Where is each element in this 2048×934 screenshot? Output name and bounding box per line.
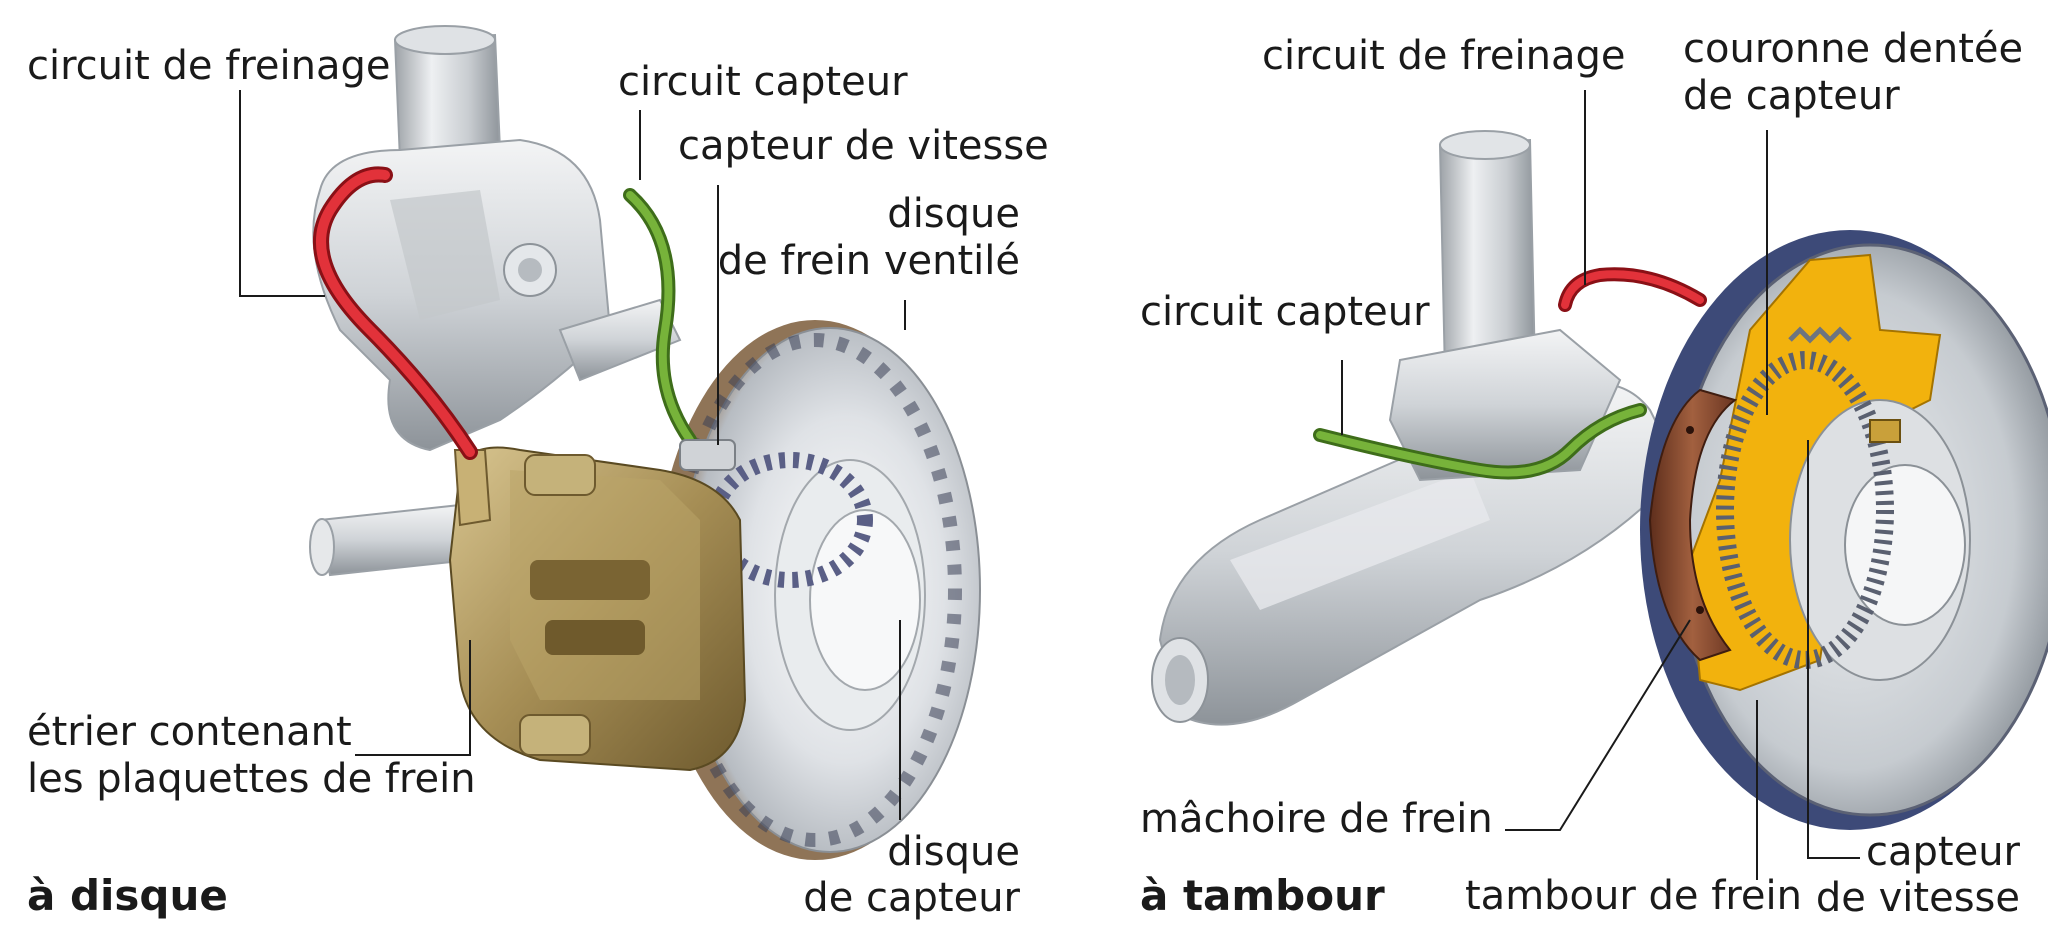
label-capteur-vitesse-right-line2: de vitesse xyxy=(1815,875,2020,921)
label-capteur-vitesse-left: capteur de vitesse xyxy=(678,123,1049,169)
label-tambour: tambour de frein xyxy=(1465,873,1802,919)
label-circuit-freinage-right: circuit de freinage xyxy=(1262,33,1626,79)
label-couronne-line2: de capteur xyxy=(1683,73,1900,119)
label-circuit-freinage-left: circuit de freinage xyxy=(27,43,391,89)
label-etrier-line1: étrier contenant xyxy=(27,709,352,755)
label-couronne-line1: couronne dentée xyxy=(1683,26,2024,72)
leader-lines-left xyxy=(239,90,906,820)
label-disque-ventile-line2: de frein ventilé xyxy=(717,238,1020,284)
title-a-tambour: à tambour xyxy=(1140,871,1385,920)
disc-brake-illustration xyxy=(309,25,981,860)
label-circuit-capteur-right: circuit capteur xyxy=(1140,289,1430,335)
drum-brake-illustration xyxy=(1151,130,2048,830)
leader-lines-right xyxy=(1341,90,1860,880)
label-machoire: mâchoire de frein xyxy=(1140,796,1493,842)
label-etrier-line2: les plaquettes de frein xyxy=(27,756,476,802)
label-capteur-vitesse-right-line1: capteur xyxy=(1866,829,2020,875)
title-a-disque: à disque xyxy=(27,871,228,920)
label-disque-ventile-line1: disque xyxy=(887,191,1020,237)
label-disque-capteur-line2: de capteur xyxy=(803,875,1020,921)
label-circuit-capteur-left: circuit capteur xyxy=(618,59,908,105)
label-disque-capteur-line1: disque xyxy=(887,829,1020,875)
